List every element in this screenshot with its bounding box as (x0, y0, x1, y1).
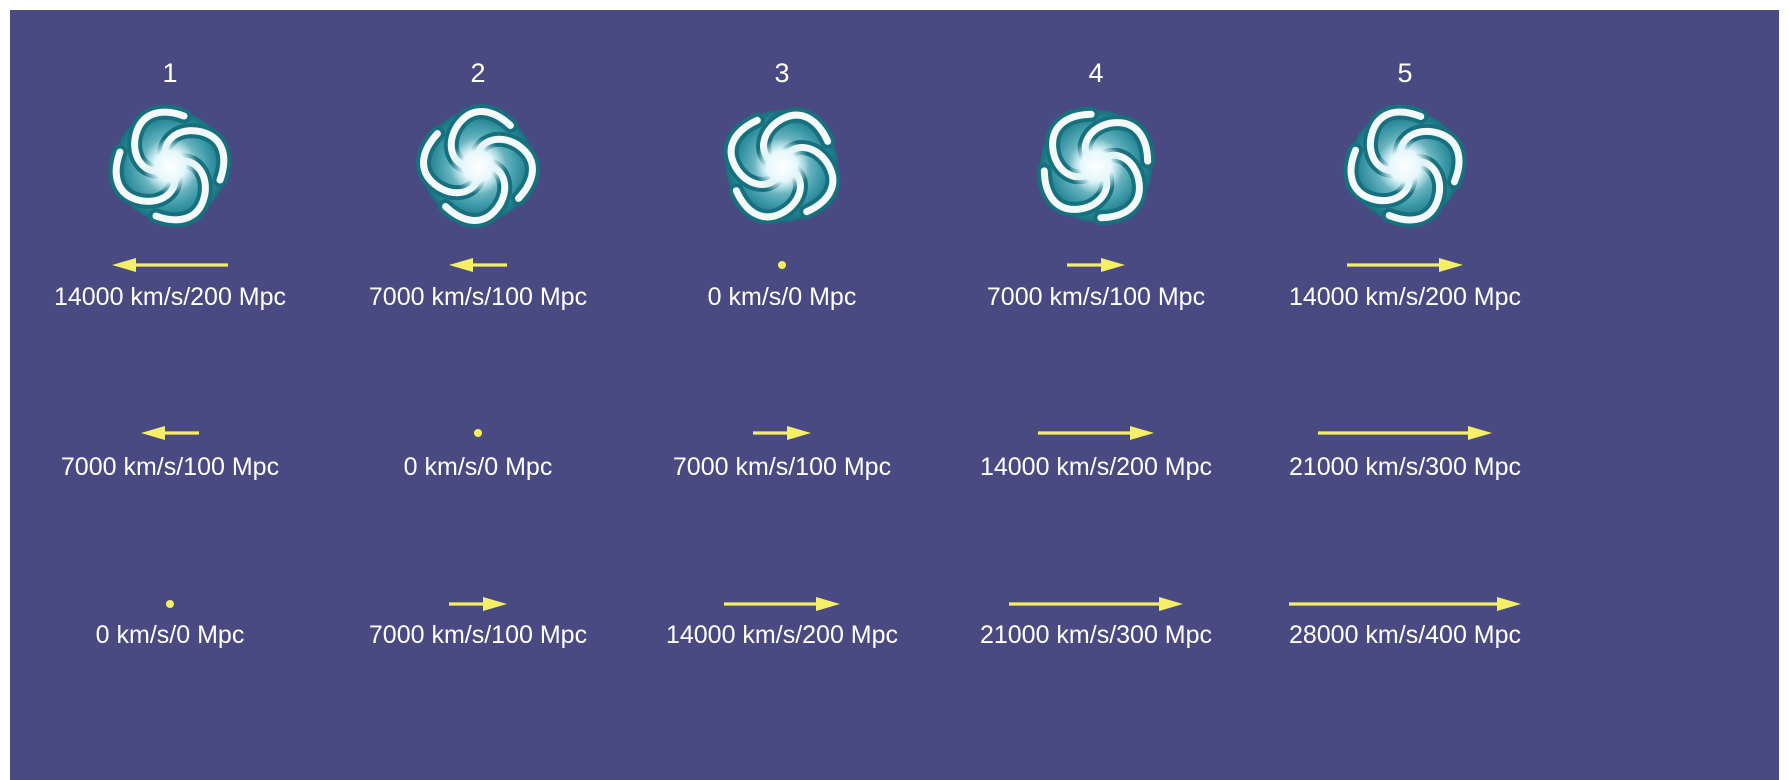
spiral-galaxy-icon (1343, 104, 1467, 228)
observer-dot (474, 429, 482, 437)
spiral-galaxy-icon (723, 107, 841, 225)
velocity-arrow (753, 426, 811, 440)
velocity-distance-label: 21000 km/s/300 Mpc (980, 621, 1212, 649)
velocity-arrow-head (483, 597, 507, 611)
velocity-distance-label: 14000 km/s/200 Mpc (666, 621, 898, 649)
velocity-distance-label: 0 km/s/0 Mpc (708, 283, 857, 311)
velocity-arrow (1318, 426, 1492, 440)
velocity-arrow (449, 258, 507, 272)
galaxy-row: 1 2 3 4 5 (108, 58, 1467, 228)
velocity-arrow-head (1497, 597, 1521, 611)
velocity-arrow-head (1468, 426, 1492, 440)
galaxy-number-label: 5 (1397, 58, 1412, 88)
galaxy-number-label: 2 (470, 58, 485, 88)
velocity-row: 14000 km/s/200 Mpc 7000 km/s/100 Mpc 0 km/… (54, 258, 1521, 311)
velocity-distance-label: 7000 km/s/100 Mpc (673, 453, 891, 481)
velocity-arrow (1067, 258, 1125, 272)
velocity-arrow (449, 597, 507, 611)
velocity-distance-label: 0 km/s/0 Mpc (404, 453, 553, 481)
velocity-distance-label: 14000 km/s/200 Mpc (980, 453, 1212, 481)
velocity-arrow (112, 258, 228, 272)
velocity-row: 7000 km/s/100 Mpc 0 km/s/0 Mpc 7000 km/s/1… (61, 426, 1521, 481)
velocity-distance-label: 14000 km/s/200 Mpc (1289, 283, 1521, 311)
velocity-arrow-head (1159, 597, 1183, 611)
galaxy-core (754, 138, 810, 194)
galaxy-number-label: 4 (1088, 58, 1103, 88)
velocity-arrow-head (816, 597, 840, 611)
velocity-arrow-head (1101, 258, 1125, 272)
velocity-arrow (724, 597, 840, 611)
velocity-distance-label: 7000 km/s/100 Mpc (61, 453, 279, 481)
spiral-galaxy-icon (416, 104, 540, 228)
velocity-arrow-head (1130, 426, 1154, 440)
velocity-distance-label: 21000 km/s/300 Mpc (1289, 453, 1521, 481)
velocity-arrow-head (1439, 258, 1463, 272)
observer-dot (778, 261, 786, 269)
galaxy-core (1377, 138, 1433, 194)
velocity-arrow-head (449, 258, 473, 272)
velocity-arrow-head (141, 426, 165, 440)
galaxy-core (1068, 138, 1124, 194)
galaxy-core (142, 138, 198, 194)
velocity-arrow-head (112, 258, 136, 272)
velocity-distance-label: 7000 km/s/100 Mpc (369, 621, 587, 649)
velocity-arrow-head (787, 426, 811, 440)
spiral-galaxy-icon (108, 104, 232, 228)
velocity-arrow (1289, 597, 1521, 611)
velocity-arrow (1009, 597, 1183, 611)
velocity-arrow (1038, 426, 1154, 440)
velocity-arrow (1347, 258, 1463, 272)
velocity-distance-label: 14000 km/s/200 Mpc (54, 283, 286, 311)
velocity-distance-label: 7000 km/s/100 Mpc (369, 283, 587, 311)
diagram-background (10, 10, 1779, 780)
velocity-distance-label: 0 km/s/0 Mpc (96, 621, 245, 649)
galaxy-number-label: 1 (162, 58, 177, 88)
velocity-distance-label: 7000 km/s/100 Mpc (987, 283, 1205, 311)
spiral-galaxy-icon (1036, 106, 1156, 226)
galaxy-number-label: 3 (774, 58, 789, 88)
velocity-arrow (141, 426, 199, 440)
galaxy-core (450, 138, 506, 194)
velocity-distance-label: 28000 km/s/400 Mpc (1289, 621, 1521, 649)
velocity-row: 0 km/s/0 Mpc 7000 km/s/100 Mpc 14000 km/s/… (96, 597, 1521, 649)
observer-dot (166, 600, 174, 608)
